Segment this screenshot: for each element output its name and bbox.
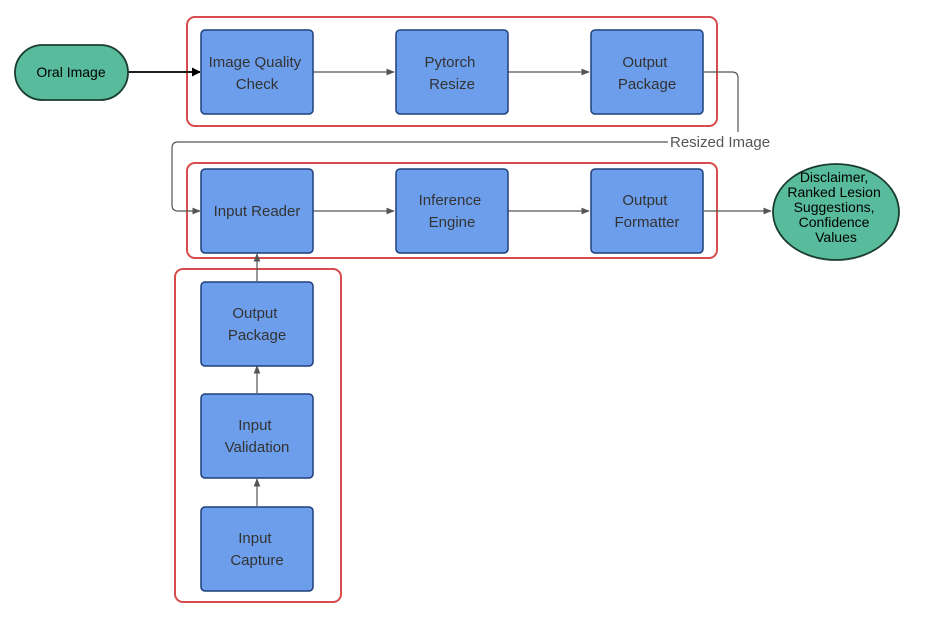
terminal-results-line-5: Values <box>815 229 857 245</box>
node-output-package-top-line-1: Output <box>622 54 668 71</box>
node-input-validation-line-1: Input <box>238 417 272 434</box>
terminal-results-line-1: Disclaimer, <box>800 169 868 185</box>
terminal-results-line-3: Suggestions, <box>794 199 875 215</box>
node-image-quality-check-box <box>200 29 314 115</box>
node-output-formatter-box <box>590 168 704 254</box>
node-inference-engine-line-2: Engine <box>429 214 476 231</box>
node-output-package-left: Output Package <box>200 281 314 367</box>
group-input <box>174 268 342 603</box>
terminal-results: Disclaimer, Ranked Lesion Suggestions, C… <box>772 163 900 261</box>
node-pytorch-resize-label: Pytorch Resize <box>424 54 479 93</box>
node-output-formatter: Output Formatter <box>590 168 704 254</box>
node-image-quality-check-label: Image Quality Check <box>209 54 306 93</box>
node-input-validation-label: Input Validation <box>225 417 290 456</box>
terminal-oral-image-label: Oral Image <box>36 64 105 80</box>
node-input-capture-line-2: Capture <box>230 552 283 569</box>
node-input-reader-box <box>200 168 314 254</box>
node-output-package-top: Output Package <box>590 29 704 115</box>
node-input-reader-label: Input Reader <box>214 203 301 220</box>
terminal-results-shape <box>772 163 900 261</box>
terminal-oral-image: Oral Image <box>14 44 129 101</box>
node-input-reader-line-1: Input Reader <box>214 203 301 220</box>
node-output-package-left-label: Output Package <box>228 305 286 344</box>
node-inference-engine-label: Inference Engine <box>419 192 486 231</box>
node-pytorch-resize: Pytorch Resize <box>395 29 509 115</box>
node-output-package-left-box <box>200 281 314 367</box>
node-pytorch-resize-line-2: Resize <box>429 76 475 93</box>
connector-resized-image-loop <box>171 71 739 215</box>
node-image-quality-check-line-2: Check <box>236 76 279 93</box>
node-pytorch-resize-box <box>395 29 509 115</box>
node-output-formatter-label: Output Formatter <box>614 192 679 231</box>
node-output-package-left-line-1: Output <box>232 305 278 322</box>
node-output-package-top-box <box>590 29 704 115</box>
node-output-formatter-line-1: Output <box>622 192 668 209</box>
node-input-capture: Input Capture <box>200 506 314 592</box>
edge-label-resized-image: Resized Image <box>670 134 770 151</box>
edge-label-background <box>668 132 780 152</box>
node-input-capture-label: Input Capture <box>230 530 283 569</box>
node-input-reader: Input Reader <box>200 168 314 254</box>
node-input-capture-line-1: Input <box>238 530 272 547</box>
node-inference-engine-box <box>395 168 509 254</box>
node-input-validation-box <box>200 393 314 479</box>
node-inference-engine-line-1: Inference <box>419 192 482 209</box>
node-image-quality-check-line-1: Image Quality <box>209 54 302 71</box>
node-inference-engine: Inference Engine <box>395 168 509 254</box>
terminal-oral-image-shape <box>14 44 129 101</box>
node-image-quality-check: Image Quality Check <box>200 29 314 115</box>
node-output-package-top-line-2: Package <box>618 76 676 93</box>
node-output-package-top-label: Output Package <box>618 54 676 93</box>
node-output-package-left-line-2: Package <box>228 327 286 344</box>
node-input-validation: Input Validation <box>200 393 314 479</box>
node-input-validation-line-2: Validation <box>225 439 290 456</box>
node-output-formatter-line-2: Formatter <box>614 214 679 231</box>
node-pytorch-resize-line-1: Pytorch <box>424 54 475 71</box>
terminal-results-line-4: Confidence <box>799 214 870 230</box>
terminal-results-label: Disclaimer, Ranked Lesion Suggestions, C… <box>787 169 884 245</box>
terminal-results-line-2: Ranked Lesion <box>787 184 880 200</box>
node-input-capture-box <box>200 506 314 592</box>
